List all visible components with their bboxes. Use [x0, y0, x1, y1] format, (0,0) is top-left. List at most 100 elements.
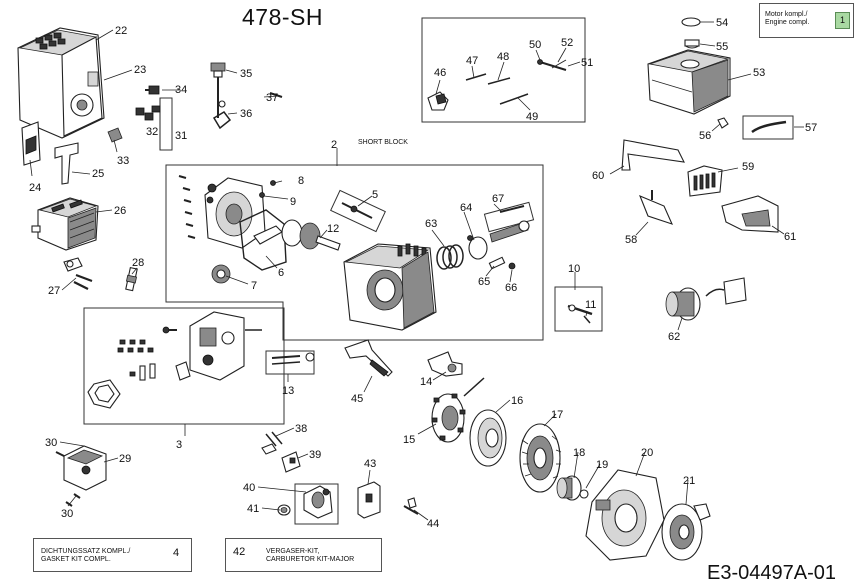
cooling-fan-part-17 — [519, 423, 562, 493]
recoil-starter-part-21 — [661, 503, 711, 561]
bracket-part-58 — [639, 190, 674, 225]
engine-complete-number: 1 — [835, 12, 850, 29]
label-part-58: 58 — [625, 234, 637, 246]
piston-rings-part-63 — [436, 244, 464, 270]
label-part-55: 55 — [716, 41, 728, 53]
label-part-59: 59 — [742, 161, 754, 173]
engine-complete-box: Motor kompl./ Engine compl. 1 — [759, 3, 854, 38]
label-part-22: 22 — [115, 25, 127, 37]
label-part-10: 10 — [568, 263, 580, 275]
label-part-60: 60 — [592, 170, 604, 182]
blower-housing-part-22 — [17, 27, 105, 139]
label-part-39: 39 — [309, 449, 321, 461]
fuel-lines-frame — [421, 17, 586, 123]
engine-complete-label-1: Motor kompl./ — [765, 11, 808, 18]
carburetor-kit-text-2: CARBURETOR KIT-MAJOR — [266, 556, 355, 563]
choke-linkage-part-38 — [261, 431, 283, 455]
label-part-37: 37 — [266, 92, 278, 104]
gasket-kit-legend: DICHTUNGSSATZ KOMPL./ GASKET KIT COMPL. … — [33, 538, 192, 572]
label-part-46: 46 — [434, 67, 446, 79]
muffler-part-26 — [31, 197, 99, 251]
part-13-frame — [265, 350, 315, 375]
gasket-part-6 — [239, 209, 287, 271]
label-part-65: 65 — [478, 276, 490, 288]
carburetor-gasket-part-39 — [281, 451, 301, 473]
crankcase-cover-part-2 — [204, 177, 266, 249]
label-part-12: 12 — [327, 223, 339, 235]
label-part-31: 31 — [175, 130, 187, 142]
label-part-62: 62 — [668, 331, 680, 343]
connecting-rod-part-67 — [489, 205, 530, 243]
fuel-clip-part-50-52 — [537, 59, 567, 71]
bracket-part-59-60 — [621, 139, 723, 197]
crankshaft-part-12 — [253, 219, 341, 251]
label-part-34: 34 — [175, 84, 187, 96]
bracket-part-25 — [54, 142, 79, 185]
label-part-52: 52 — [561, 37, 573, 49]
part-10-11 — [567, 304, 593, 324]
bracket-part-45 — [344, 339, 393, 377]
label-part-53: 53 — [753, 67, 765, 79]
shield-part-61 — [721, 195, 779, 233]
part-67-frame — [483, 201, 535, 233]
label-part-48: 48 — [497, 51, 509, 63]
label-part-36: 36 — [240, 108, 252, 120]
label-part-35: 35 — [240, 68, 252, 80]
fuel-valve-part-46 — [427, 91, 449, 111]
oil-dipstick-frame — [159, 97, 173, 151]
short-block-label: SHORT BLOCK — [358, 139, 408, 146]
bolts-part-2-left — [178, 175, 196, 239]
carburetor-kit-text-1: VERGASER-KIT, — [266, 548, 320, 555]
label-part-16: 16 — [511, 395, 523, 407]
screws-part-31-34 — [107, 85, 161, 143]
label-part-32: 32 — [146, 126, 158, 138]
label-part-2: 2 — [331, 139, 337, 151]
cylinder-head-frame — [83, 307, 285, 425]
label-part-21: 21 — [683, 475, 695, 487]
label-part-49: 49 — [526, 111, 538, 123]
label-part-57: 57 — [805, 122, 817, 134]
label-part-25: 25 — [92, 168, 104, 180]
label-part-26: 26 — [114, 205, 126, 217]
air-filter-part-43 — [357, 481, 381, 519]
part-57-frame — [742, 115, 794, 140]
label-part-23: 23 — [134, 64, 146, 76]
fuel-cap-part-54-55 — [681, 17, 701, 49]
label-part-15: 15 — [403, 434, 415, 446]
engine-block-short — [343, 243, 437, 331]
engine-complete-label-2: Engine compl. — [765, 19, 810, 26]
label-part-5: 5 — [372, 189, 378, 201]
carburetor-kit-number: 42 — [233, 546, 246, 558]
bracket-part-44 — [403, 497, 419, 515]
label-part-20: 20 — [641, 447, 653, 459]
fuel-tank-part-53 — [647, 49, 731, 115]
part-number-labels: 2 3 5 6 7 8 9 10 11 12 13 14 15 16 17 18… — [29, 17, 817, 530]
bracket-part-24 — [21, 121, 41, 166]
gasket-kit-text-1: DICHTUNGSSATZ KOMPL./ — [41, 548, 131, 555]
label-part-44: 44 — [427, 518, 439, 530]
starter-pulley-part-18-19 — [556, 475, 589, 501]
label-part-27: 27 — [48, 285, 60, 297]
label-part-63: 63 — [425, 218, 437, 230]
label-part-11: 11 — [585, 299, 596, 311]
label-part-54: 54 — [716, 17, 728, 29]
flywheel-part-15 — [431, 377, 485, 443]
label-part-13: 13 — [282, 385, 294, 397]
recoil-starter-housing-part-20 — [585, 469, 665, 561]
gasket-kit-number: 4 — [173, 547, 180, 559]
piston-part-64 — [467, 235, 488, 260]
part-40-frame — [294, 483, 339, 525]
label-part-30-top: 30 — [45, 437, 57, 449]
label-part-30-bottom: 30 — [61, 508, 73, 520]
label-part-33: 33 — [117, 155, 129, 167]
label-part-66: 66 — [505, 282, 517, 294]
label-part-9: 9 — [290, 196, 296, 208]
gear-part-7 — [211, 264, 231, 284]
label-part-50: 50 — [529, 39, 541, 51]
part-5-frame — [330, 189, 386, 233]
label-part-6: 6 — [278, 267, 284, 279]
label-part-41: 41 — [247, 503, 259, 515]
dipstick-part-35-36 — [210, 62, 232, 130]
